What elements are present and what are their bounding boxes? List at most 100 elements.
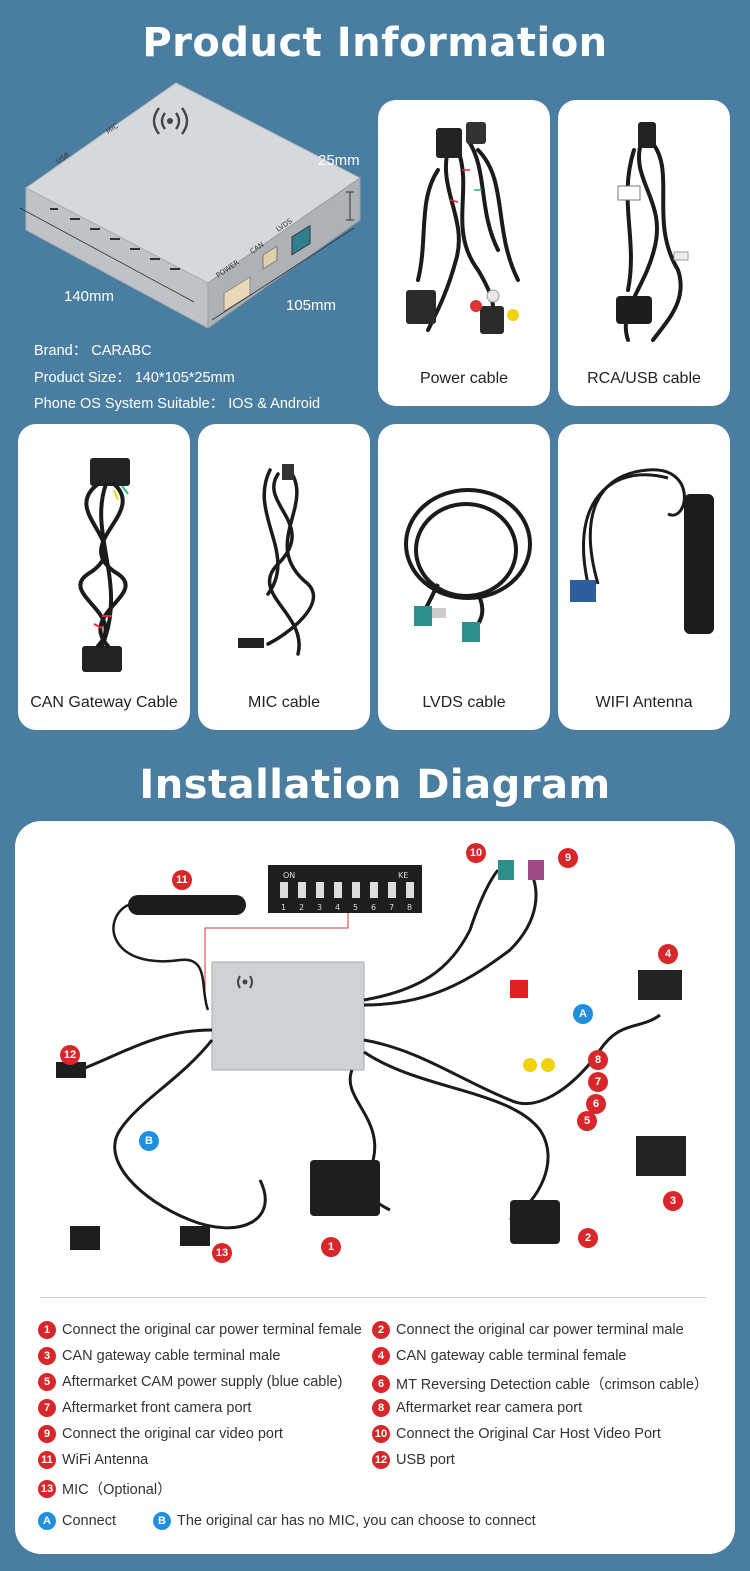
diagram-badge-8: 8 <box>588 1050 608 1070</box>
dip-number: 4 <box>335 903 340 912</box>
dip-on-label: ON <box>283 871 295 880</box>
legend-text: Aftermarket front camera port <box>62 1400 252 1416</box>
dimension-height: 25mm <box>318 152 360 169</box>
legend-badge: 9 <box>38 1425 56 1443</box>
legend-item-8: 8 Aftermarket rear camera port <box>372 1399 582 1417</box>
dip-ke-label: KE <box>398 871 408 880</box>
diagram-badge-2: 2 <box>578 1228 598 1248</box>
can-gateway-cable-image <box>78 458 130 672</box>
legend-item-1: 1 Connect the original car power termina… <box>38 1321 362 1339</box>
legend-text: USB port <box>396 1452 455 1468</box>
diagram-badge-3: 3 <box>663 1191 683 1211</box>
card-mic-cable: MIC cable <box>198 424 370 730</box>
installation-diagram-illustration: ON KE 1 2 3 4 5 6 7 8 <box>56 860 686 1250</box>
legend-text: Aftermarket CAM power supply (blue cable… <box>62 1374 343 1390</box>
card-label-rca-usb-cable: RCA/USB cable <box>587 370 701 387</box>
spec-size: Product Size： 140*105*25mm <box>34 369 235 386</box>
dip-number: 6 <box>371 903 376 912</box>
legend-note-b: B The original car has no MIC, you can c… <box>153 1512 536 1530</box>
rca-usb-cable-image <box>616 122 689 342</box>
installation-diagram-title: Installation Diagram <box>139 762 611 808</box>
legend-text: Connect the original car power terminal … <box>396 1322 684 1338</box>
legend-badge: 2 <box>372 1321 390 1339</box>
legend-note-a: A Connect <box>38 1512 116 1530</box>
card-lvds-cable: LVDS cable <box>378 424 550 730</box>
legend-badge: 3 <box>38 1347 56 1365</box>
legend-text: Connect the original car power terminal … <box>62 1322 362 1338</box>
legend-text: CAN gateway cable terminal female <box>396 1348 627 1364</box>
diagram-badge-7: 7 <box>588 1072 608 1092</box>
spec-brand: Brand： CARABC <box>34 343 152 359</box>
card-wifi-antenna: WIFI Antenna <box>558 424 730 730</box>
dip-number: 3 <box>317 903 322 912</box>
legend-text: Connect <box>62 1513 117 1529</box>
legend-text: The original car has no MIC, you can cho… <box>177 1513 536 1529</box>
dip-number: 8 <box>407 903 412 912</box>
card-can-gateway-cable: CAN Gateway Cable <box>18 424 190 730</box>
product-info-title: Product Information <box>142 20 608 66</box>
legend-item-6: 6 MT Reversing Detection cable（crimson c… <box>372 1373 708 1394</box>
legend-text: MIC（Optional） <box>62 1482 172 1498</box>
dip-number: 1 <box>281 903 286 912</box>
legend-item-11: 11 WiFi Antenna <box>38 1451 148 1469</box>
legend-text: CAN gateway cable terminal male <box>62 1348 281 1364</box>
legend-text: Aftermarket rear camera port <box>396 1400 583 1416</box>
legend-item-4: 4 CAN gateway cable terminal female <box>372 1347 627 1365</box>
diagram-badge-a: A <box>573 1004 593 1024</box>
legend-badge: 7 <box>38 1399 56 1417</box>
legend-badge: 10 <box>372 1425 390 1443</box>
legend-text: WiFi Antenna <box>62 1452 149 1468</box>
diagram-badge-9: 9 <box>558 848 578 868</box>
dip-number: 7 <box>389 903 394 912</box>
diagram-badge-12: 12 <box>60 1045 80 1065</box>
card-label-can-gateway-cable: CAN Gateway Cable <box>30 694 178 711</box>
card-label-power-cable: Power cable <box>419 370 509 387</box>
legend-item-10: 10 Connect the Original Car Host Video P… <box>372 1425 661 1443</box>
legend-badge: B <box>153 1512 171 1530</box>
legend-badge: A <box>38 1512 56 1530</box>
diagram-badge-13: 13 <box>212 1243 232 1263</box>
legend-badge: 1 <box>38 1321 56 1339</box>
dimension-length: 140mm <box>64 288 115 305</box>
card-rca-usb-cable: RCA/USB cable <box>558 100 730 406</box>
legend-badge: 11 <box>38 1451 56 1469</box>
legend-item-9: 9 Connect the original car video port <box>38 1425 283 1443</box>
legend-badge: 6 <box>372 1374 390 1393</box>
legend-item-3: 3 CAN gateway cable terminal male <box>38 1347 280 1365</box>
diagram-badge-10: 10 <box>466 843 486 863</box>
wifi-antenna-image <box>570 468 714 634</box>
lvds-cable-image <box>404 488 532 642</box>
diagram-badge-6: 6 <box>586 1094 606 1114</box>
legend-badge: 13 <box>38 1479 56 1498</box>
diagram-badge-11: 11 <box>172 870 192 890</box>
legend-item-13: 13 MIC（Optional） <box>38 1478 172 1499</box>
legend-badge: 12 <box>372 1451 390 1469</box>
dimension-width: 105mm <box>286 297 337 314</box>
device-illustration: USB MIC POWER CAN LVDS <box>19 82 361 329</box>
legend-divider <box>40 1297 706 1298</box>
diagram-badge-b: B <box>139 1131 159 1151</box>
mic-cable-image <box>238 464 316 656</box>
legend-badge: 8 <box>372 1399 390 1417</box>
dip-number: 5 <box>353 903 358 912</box>
dip-number: 2 <box>299 903 304 912</box>
card-label-lvds-cable: LVDS cable <box>422 694 506 711</box>
spec-os: Phone OS System Suitable： IOS & Android <box>34 396 321 412</box>
legend-item-12: 12 USB port <box>372 1451 455 1469</box>
legend-badge: 4 <box>372 1347 390 1365</box>
legend-badge: 5 <box>38 1373 56 1391</box>
legend-text: MT Reversing Detection cable（crimson cab… <box>396 1377 709 1393</box>
legend-item-7: 7 Aftermarket front camera port <box>38 1399 251 1417</box>
legend-item-2: 2 Connect the original car power termina… <box>372 1321 684 1339</box>
card-label-wifi-antenna: WIFI Antenna <box>595 694 693 711</box>
diagram-badge-1: 1 <box>321 1237 341 1257</box>
card-power-cable: Power cable <box>378 100 550 406</box>
power-cable-image <box>406 122 520 334</box>
legend-text: Connect the original car video port <box>62 1426 283 1442</box>
diagram-badge-5: 5 <box>577 1111 597 1131</box>
diagram-badge-4: 4 <box>658 944 678 964</box>
legend-item-5: 5 Aftermarket CAM power supply (blue cab… <box>38 1373 342 1391</box>
product-specs: Brand： CARABC Product Size： 140*105*25mm… <box>34 338 320 418</box>
card-label-mic-cable: MIC cable <box>247 694 321 711</box>
legend-text: Connect the Original Car Host Video Port <box>396 1426 661 1442</box>
